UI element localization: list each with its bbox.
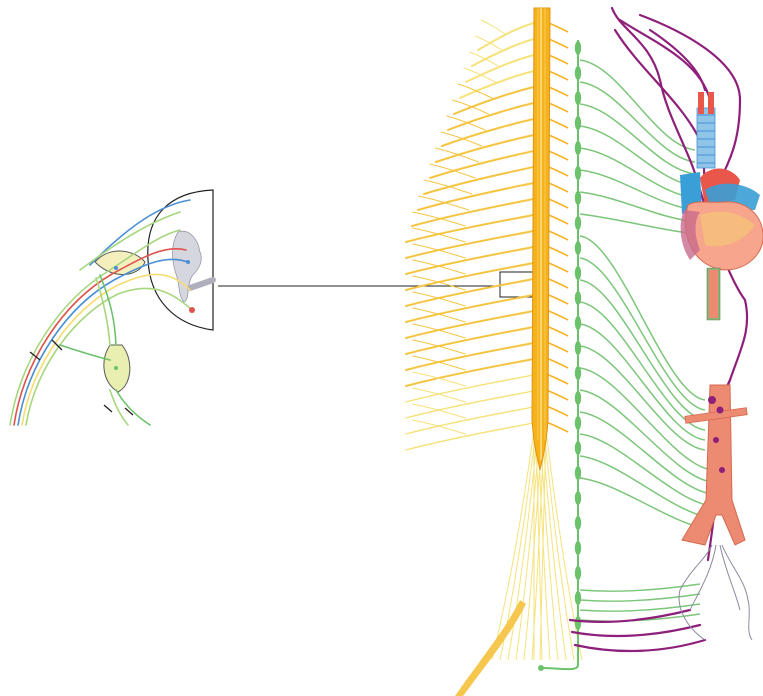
- spinal-nerve: [406, 406, 538, 434]
- sympathetic-ganglion: [575, 191, 581, 205]
- sympathetic-ganglion: [575, 566, 581, 580]
- spinal-nerve: [406, 214, 538, 242]
- sympathetic-ganglion: [575, 491, 581, 505]
- spinal-nerve: [424, 166, 538, 194]
- spinal-root: [546, 278, 568, 288]
- sympathetic-ganglion: [575, 266, 581, 280]
- spinal-root: [546, 342, 568, 352]
- sympathetic-ganglion: [575, 591, 581, 605]
- sympathetic-pelvic-nerve: [580, 594, 700, 601]
- spinal-nerve: [436, 134, 538, 162]
- spinal-nerve: [406, 278, 538, 306]
- sympathetic-pelvic-nerve: [580, 604, 700, 611]
- spinal-cord: [532, 8, 550, 470]
- spinal-nerve: [460, 70, 538, 98]
- spinal-segment-inset: [10, 190, 213, 425]
- sympathetic-ganglion: [575, 291, 581, 305]
- sympathetic-ganglion: [575, 166, 581, 180]
- sympathetic-ganglion: [575, 391, 581, 405]
- spinal-nerve-branch: [481, 20, 505, 34]
- sympathetic-ganglion: [575, 216, 581, 230]
- sympathetic-nerve: [580, 82, 695, 162]
- ganglion-impar: [538, 665, 544, 671]
- spinal-root: [546, 374, 568, 384]
- sympathetic-ganglion: [575, 41, 581, 55]
- sympathetic-pelvic-nerve: [580, 584, 700, 591]
- sympathetic-ganglion: [575, 341, 581, 355]
- sympathetic-ganglion: [575, 441, 581, 455]
- sympathetic-ganglion: [575, 466, 581, 480]
- spinal-root: [546, 310, 568, 320]
- sympathetic-nerve: [580, 170, 695, 210]
- sympathetic-nerve: [580, 104, 695, 174]
- spinal-nerve: [406, 390, 538, 418]
- spinal-nerve: [406, 310, 538, 338]
- sympathetic-nerve: [580, 302, 705, 430]
- spinal-root: [546, 422, 568, 432]
- sympathetic-ganglion: [575, 616, 581, 630]
- spinal-nerve: [406, 374, 538, 402]
- sympathetic-ganglion: [575, 116, 581, 130]
- spinal-nerve: [406, 326, 538, 354]
- cauda-strand: [544, 430, 574, 660]
- spinal-nerve: [406, 294, 538, 322]
- sympathetic-ganglion: [575, 91, 581, 105]
- sympathetic-ganglion: [575, 141, 581, 155]
- spinal-nerve: [430, 150, 538, 178]
- spinal-nerve: [478, 22, 538, 50]
- spinal-nerve: [442, 118, 538, 146]
- sympathetic-ganglion: [575, 241, 581, 255]
- spinal-nerve: [448, 102, 538, 130]
- spinal-root: [546, 390, 568, 400]
- sympathetic-nerve: [580, 214, 695, 234]
- spinal-root: [546, 358, 568, 368]
- spinal-root: [546, 326, 568, 336]
- spinal-nerve: [406, 422, 538, 450]
- spinal-root: [546, 406, 568, 416]
- sympathetic-ganglion: [575, 66, 581, 80]
- spinal-root: [546, 262, 568, 272]
- sympathetic-ganglion: [575, 541, 581, 555]
- spinal-nerve: [406, 342, 538, 370]
- spinal-root: [546, 294, 568, 304]
- spinal-nerve: [454, 86, 538, 114]
- spinal-nerve: [466, 54, 538, 82]
- spinal-nerve: [406, 246, 538, 274]
- spinal-nerve: [412, 198, 538, 226]
- sympathetic-ganglion: [575, 516, 581, 530]
- sciatic-trunk: [455, 600, 526, 696]
- sympathetic-ganglion: [575, 416, 581, 430]
- vagus-nerve: [570, 8, 747, 651]
- spinal-nerve: [406, 358, 538, 386]
- spinal-nerve: [472, 38, 538, 66]
- spinal-nerve: [406, 230, 538, 258]
- spinal-nerve: [418, 182, 538, 210]
- sympathetic-ganglion: [575, 316, 581, 330]
- sympathetic-ganglion: [575, 366, 581, 380]
